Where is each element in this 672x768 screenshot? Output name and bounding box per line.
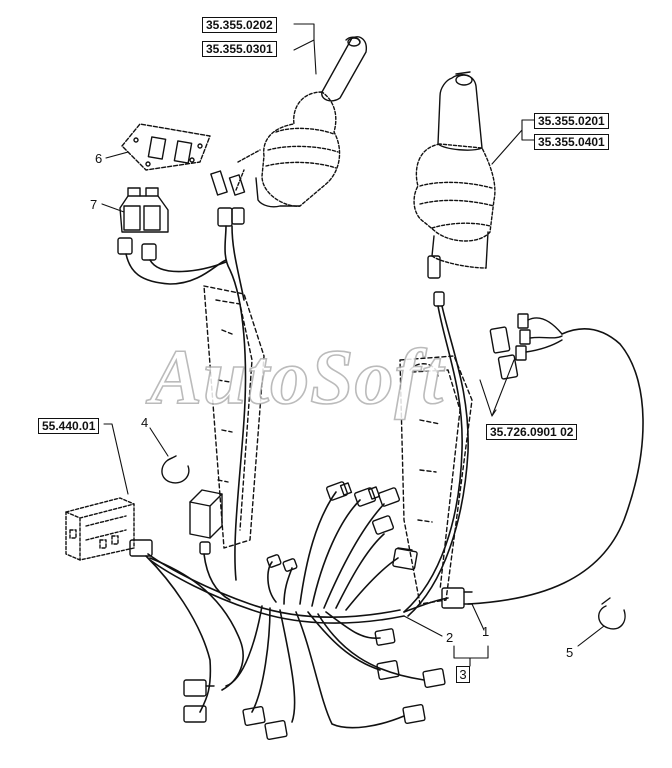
item-4-clip	[161, 457, 190, 484]
connector-main-right	[441, 587, 473, 609]
callout-1: 1	[482, 624, 490, 639]
right-console	[399, 355, 473, 605]
connector-c	[378, 487, 400, 507]
main-harness	[125, 225, 644, 729]
connector-l	[242, 706, 266, 726]
callout-6: 6	[95, 151, 103, 166]
right-joystick	[413, 71, 496, 307]
connector-f	[374, 628, 396, 646]
ref-joystick-right-a[interactable]: 35.355.0201	[534, 113, 609, 129]
callout-3: 3	[456, 666, 470, 683]
item-6-plate	[121, 123, 211, 171]
item-7-switches	[117, 187, 169, 261]
connector-g	[376, 660, 400, 680]
connector-n	[129, 539, 153, 557]
ref-joystick-right-b[interactable]: 35.355.0401	[534, 134, 609, 150]
control-unit-55-440-01	[65, 497, 135, 561]
left-console	[203, 285, 265, 549]
connector-m	[264, 720, 288, 740]
connector-k	[183, 705, 207, 723]
connector-h	[422, 668, 446, 688]
connector-group-upper	[489, 313, 563, 380]
callout-4: 4	[141, 415, 149, 430]
watermark: AutoSoft	[149, 332, 445, 421]
connectors	[129, 313, 563, 740]
ref-connector-group[interactable]: 35.726.0901 02	[486, 424, 578, 440]
ref-joystick-left-a[interactable]: 35.355.0202	[202, 17, 277, 33]
callout-2: 2	[446, 630, 454, 645]
connector-i	[402, 704, 426, 724]
ref-control-unit[interactable]: 55.440.01	[38, 418, 100, 434]
item-5-clip-end	[601, 597, 611, 605]
connector-e	[392, 547, 418, 571]
item-5-clip	[598, 605, 626, 630]
relay-module	[189, 489, 223, 555]
connector-j	[183, 679, 215, 697]
callout-7: 7	[90, 197, 98, 212]
left-joystick	[210, 36, 367, 227]
callout-5: 5	[566, 645, 574, 660]
connector-o	[266, 554, 298, 572]
connector-b	[354, 486, 381, 507]
item-4-clip-end	[167, 455, 177, 461]
leader-lines	[101, 23, 605, 667]
connector-a	[326, 481, 353, 501]
ref-joystick-left-b[interactable]: 35.355.0301	[202, 41, 277, 57]
connector-d	[372, 515, 394, 535]
